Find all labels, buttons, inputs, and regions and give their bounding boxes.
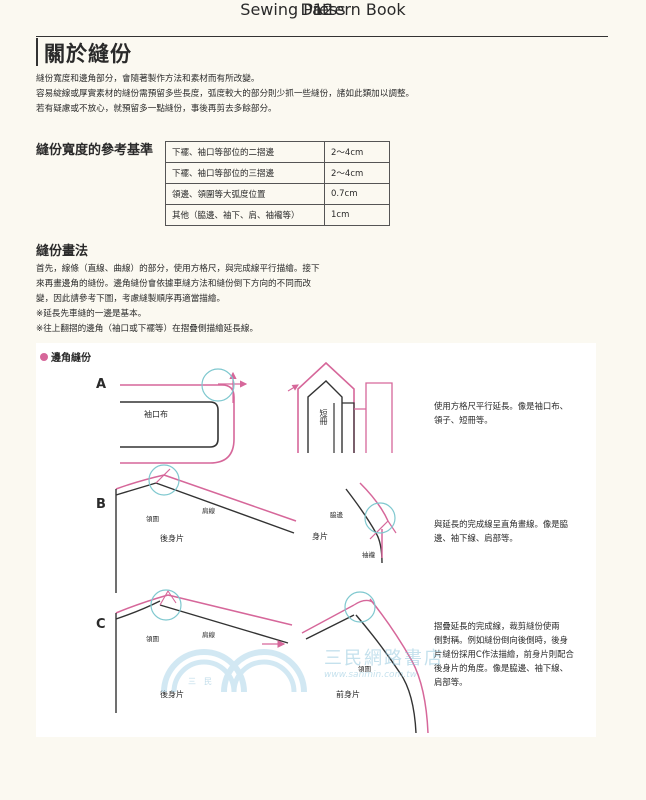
row-a-note: 使用方格尺平行延長。像是袖口布、 領子、短冊等。	[434, 399, 568, 427]
bullet-dot-icon	[40, 352, 48, 361]
table-cell-value: 2～4cm	[324, 141, 390, 163]
row-b-right-drawing	[345, 482, 397, 564]
row-a-right-drawing	[287, 361, 393, 453]
row-c-letter: C	[96, 617, 106, 632]
row-c-collar-label: 領圍	[146, 635, 159, 643]
title-accent	[36, 38, 38, 66]
method-line: 首先，線條（直線、曲線）的部分，使用方格尺，與完成線平行描繪。接下	[36, 264, 320, 274]
method-line: 來再畫邊角的縫份。邊角縫份會依據車縫方法和縫份倒下方向的不同而改	[36, 279, 312, 289]
row-b-piece-left: 後身片	[160, 534, 184, 543]
table-cell-part: 下襬、袖口等部位的二摺邊	[165, 141, 325, 163]
row-a-piece-left: 袖口布	[144, 410, 168, 419]
row-b-letter: B	[96, 497, 106, 512]
row-b-collar-label: 領圍	[146, 515, 159, 523]
table-cell-value: 2～4cm	[324, 162, 390, 184]
method-title: 縫份畫法	[36, 244, 89, 259]
note-line: 邊、袖下線、肩部等。	[434, 533, 518, 543]
watermark-url: www.sanmin.com.tw	[324, 670, 418, 680]
row-c-piece-right: 前身片	[336, 690, 360, 699]
row-c-left-drawing	[115, 589, 293, 713]
intro-line: 若有疑慮或不放心，就預留多一點縫份，事後再剪去多餘部分。	[36, 104, 277, 114]
row-a-letter: A	[96, 377, 107, 392]
page-number: 12	[312, 0, 334, 19]
note-line: 摺疊延長的完成線，裁剪縫份使兩	[434, 621, 560, 631]
row-a-left-drawing	[120, 368, 248, 464]
note-line: 領子、短冊等。	[434, 415, 493, 425]
table-row: 其他（脇邊、袖下、肩、袖襱等）1cm	[165, 204, 390, 226]
panel-label: 邊角縫份	[40, 349, 91, 364]
row-c-collar2-label: 領圍	[358, 665, 371, 673]
method-line: 變，因此請參考下圖，考慮縫製順序再適當描繪。	[36, 294, 226, 304]
table-cell-value: 1cm	[324, 204, 390, 226]
note-line: 使用方格尺平行延長。像是袖口布、	[434, 401, 568, 411]
row-b-left-drawing	[115, 464, 297, 593]
page-title: 關於縫份	[44, 42, 132, 66]
method-line: ※往上翻摺的邊角（袖口或下襬等）在摺疊側描繪延長線。	[36, 324, 259, 334]
watermark-text: 三民網路書店	[324, 648, 444, 669]
row-a-piece-right: 短冊	[319, 409, 328, 425]
row-b-shoulder-label: 肩線	[202, 507, 215, 515]
diagram-panel: 邊角縫份 A 袖口布 短冊 使用方格尺平行延長。像是袖口布、 領子、短冊等。 B…	[36, 343, 596, 737]
intro-text: 縫份寬度和邊角部分，會隨著製作方法和素材而有所改變。 容易綻線或厚實素材的縫份需…	[36, 72, 616, 117]
note-line: 肩部等。	[434, 677, 468, 687]
watermark: 三 民 三民網路書店 www.sanmin.com.tw	[160, 636, 442, 700]
row-c-note: 摺疊延長的完成線，裁剪縫份使兩 側對稱。例如縫份倒向後側時，後身 片縫份採用C作…	[434, 619, 574, 689]
footer-book: Sewing Pattern Book	[240, 0, 406, 19]
table-cell-part: 領邊、領圍等大弧度位置	[165, 183, 325, 205]
footer-subtitle: Dress	[300, 0, 346, 19]
title-rule	[36, 36, 608, 37]
table-cell-part: 其他（脇邊、袖下、肩、袖襱等）	[165, 204, 325, 226]
method-line: ※延長先車縫的一邊是基本。	[36, 309, 147, 319]
intro-line: 容易綻線或厚實素材的縫份需預留多些長度，弧度較大的部分則少抓一些縫份，諸如此類加…	[36, 89, 415, 99]
row-b-piece-right: 身片	[312, 532, 328, 541]
row-c-piece-left: 後身片	[160, 690, 184, 699]
row-b-sleeve-label: 袖襱	[362, 551, 375, 559]
row-b-side-label: 脇邊	[330, 511, 343, 519]
method-text: 首先，線條（直線、曲線）的部分，使用方格尺，與完成線平行描繪。接下 來再畫邊角的…	[36, 262, 356, 337]
watermark-mark: 三 民	[188, 677, 212, 686]
watermark-logo-icon	[161, 649, 307, 693]
note-line: 片縫份採用C作法描繪，前身片則配合	[434, 649, 574, 659]
intro-line: 縫份寬度和邊角部分，會隨著製作方法和素材而有所改變。	[36, 74, 260, 84]
row-c-shoulder-label: 肩線	[202, 631, 215, 639]
note-line: 側對稱。例如縫份倒向後側時，後身	[434, 635, 568, 645]
note-line: 與延長的完成線呈直角畫線。像是脇	[434, 519, 568, 529]
table-cell-part: 下襬、袖口等部位的三摺邊	[165, 162, 325, 184]
diagram-drawing	[115, 361, 429, 734]
title-bar: 關於縫份	[36, 36, 608, 66]
row-c-right-drawing	[301, 591, 429, 734]
table-cell-value: 0.7cm	[324, 183, 390, 205]
panel-label-text: 邊角縫份	[51, 353, 91, 364]
row-b-note: 與延長的完成線呈直角畫線。像是脇 邊、袖下線、肩部等。	[434, 517, 568, 545]
reference-title: 縫份寬度的參考基準	[36, 143, 154, 158]
note-line: 後身片的角度。像是脇邊、袖下線、	[434, 663, 568, 673]
